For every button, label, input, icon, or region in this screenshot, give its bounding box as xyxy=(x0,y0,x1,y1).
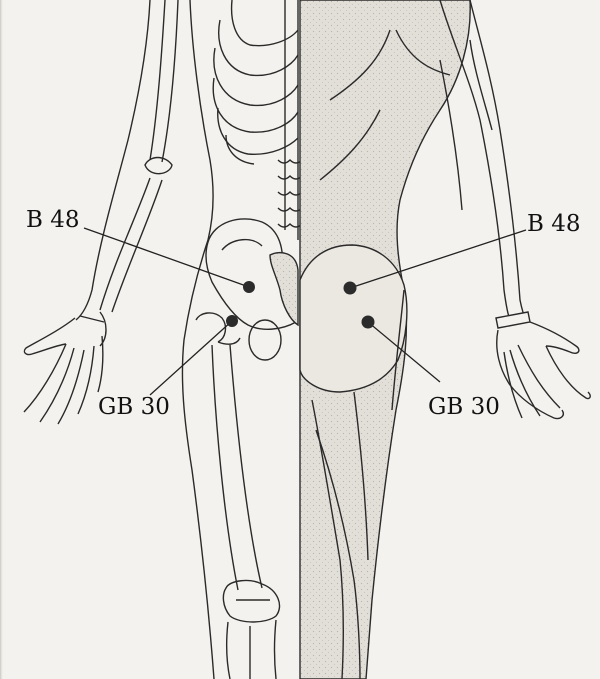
leader-lines xyxy=(83,227,527,396)
point-gb30-right xyxy=(361,315,375,329)
acupoints xyxy=(226,281,375,329)
label-gb30-right: GB 30 xyxy=(428,394,500,420)
skeleton-half xyxy=(23,0,303,679)
point-b48-left xyxy=(243,281,255,293)
label-b48-right: B 48 xyxy=(527,211,581,237)
label-gb30-left: GB 30 xyxy=(98,394,170,420)
label-b48-left: B 48 xyxy=(26,207,80,233)
leader-line-gb30-left xyxy=(149,320,233,396)
point-b48-right xyxy=(343,281,357,295)
muscle-half xyxy=(299,0,591,679)
leader-line-b48-left xyxy=(83,227,250,288)
point-gb30-left xyxy=(226,315,238,327)
leader-line-gb30-right xyxy=(367,321,441,383)
leader-line-b48-right xyxy=(349,229,527,289)
